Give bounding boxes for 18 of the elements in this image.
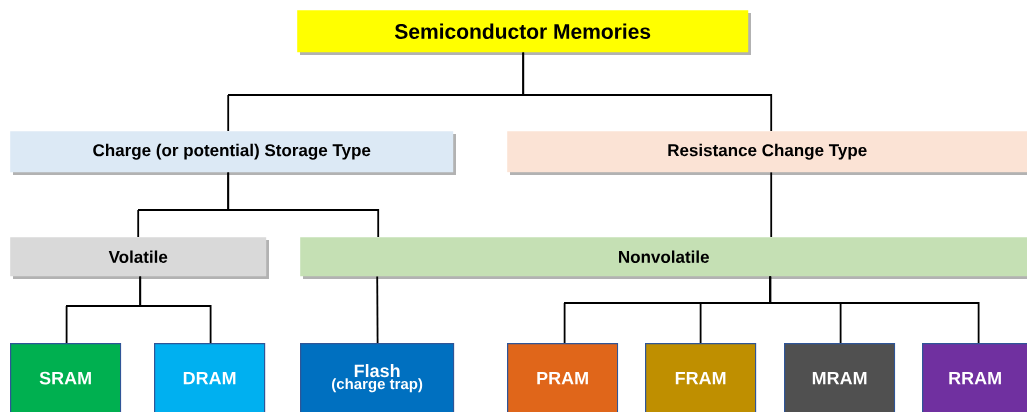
category-band: Resistance Change Type	[507, 131, 1027, 175]
connector-line	[770, 171, 773, 238]
memory-type-box: Flash (charge trap)	[300, 343, 455, 412]
connector-line	[376, 275, 379, 344]
connector-line	[227, 171, 380, 238]
category-band: Charge (or potential) Storage Type	[10, 131, 456, 175]
category-band: Nonvolatile	[300, 237, 1027, 279]
category-band: Volatile	[10, 237, 269, 279]
memory-type-box: MRAM	[784, 343, 896, 412]
connector-line	[769, 275, 980, 344]
memory-type-box: DRAM	[154, 343, 266, 412]
memory-type-box: PRAM	[507, 343, 619, 412]
connector-line	[522, 51, 773, 132]
connector-line	[139, 275, 212, 344]
memory-type-box: SRAM	[10, 343, 122, 412]
memory-type-box: RRAM	[922, 343, 1027, 412]
title-box: Semiconductor Memories	[297, 10, 751, 55]
memory-type-box: FRAM	[645, 343, 757, 412]
